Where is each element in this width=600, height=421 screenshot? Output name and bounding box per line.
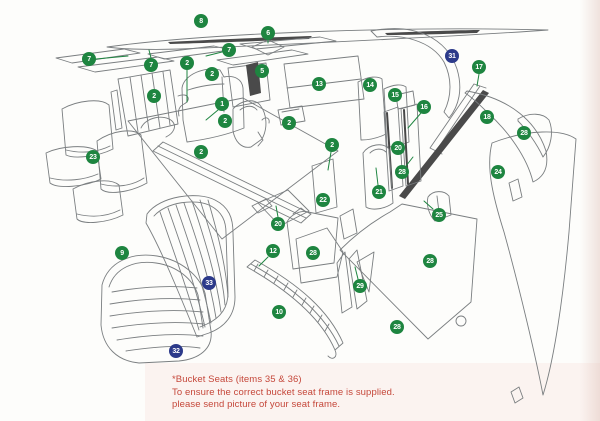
- callout-2: 2: [282, 116, 296, 130]
- callout-24: 24: [491, 165, 505, 179]
- note-line-1: *Bucket Seats (items 35 & 36): [172, 374, 302, 385]
- callout-5: 5: [255, 64, 269, 78]
- callout-20: 20: [271, 217, 285, 231]
- callout-7: 7: [82, 52, 96, 66]
- floor-carpet-group: [127, 97, 339, 240]
- note-line-2: To ensure the correct bucket seat frame …: [172, 386, 395, 398]
- callout-33: 33: [202, 276, 216, 290]
- callout-2: 2: [205, 67, 219, 81]
- callout-28: 28: [423, 254, 437, 268]
- callout-28: 28: [306, 246, 320, 260]
- callout-2: 2: [147, 89, 161, 103]
- callout-17: 17: [472, 60, 486, 74]
- callout-16: 16: [417, 100, 431, 114]
- callout-6: 6: [261, 26, 275, 40]
- callout-leader-lines: [95, 39, 480, 280]
- diamond-pad-6: [251, 39, 285, 56]
- front-seat-group: [100, 195, 236, 364]
- callout-2: 2: [218, 114, 232, 128]
- callout-21: 21: [372, 185, 386, 199]
- callout-8: 8: [194, 14, 208, 28]
- callout-9: 9: [115, 246, 129, 260]
- callout-7: 7: [222, 43, 236, 57]
- callout-2: 2: [180, 56, 194, 70]
- callout-22: 22: [316, 193, 330, 207]
- callout-1: 1: [215, 97, 229, 111]
- page-edge-shade: [580, 0, 600, 421]
- callout-10: 10: [272, 305, 286, 319]
- footer-band: [145, 363, 600, 421]
- callout-14: 14: [363, 78, 377, 92]
- callout-29: 29: [353, 279, 367, 293]
- callout-15: 15: [388, 88, 402, 102]
- callout-23: 23: [86, 150, 100, 164]
- callout-2: 2: [325, 138, 339, 152]
- callout-2: 2: [194, 145, 208, 159]
- bulkhead-tunnel-group: [311, 144, 394, 240]
- callout-20: 20: [391, 141, 405, 155]
- bucket-seat-note: *Bucket Seats (items 35 & 36) To ensure …: [172, 374, 395, 412]
- callout-28: 28: [395, 165, 409, 179]
- note-line-3: please send picture of your seat frame.: [172, 399, 341, 410]
- callout-32: 32: [169, 344, 183, 358]
- callout-12: 12: [266, 244, 280, 258]
- callout-31: 31: [445, 49, 459, 63]
- callout-25: 25: [432, 208, 446, 222]
- callout-28: 28: [390, 320, 404, 334]
- callout-13: 13: [312, 77, 326, 91]
- callout-28: 28: [517, 126, 531, 140]
- callout-18: 18: [480, 110, 494, 124]
- callout-7: 7: [144, 58, 158, 72]
